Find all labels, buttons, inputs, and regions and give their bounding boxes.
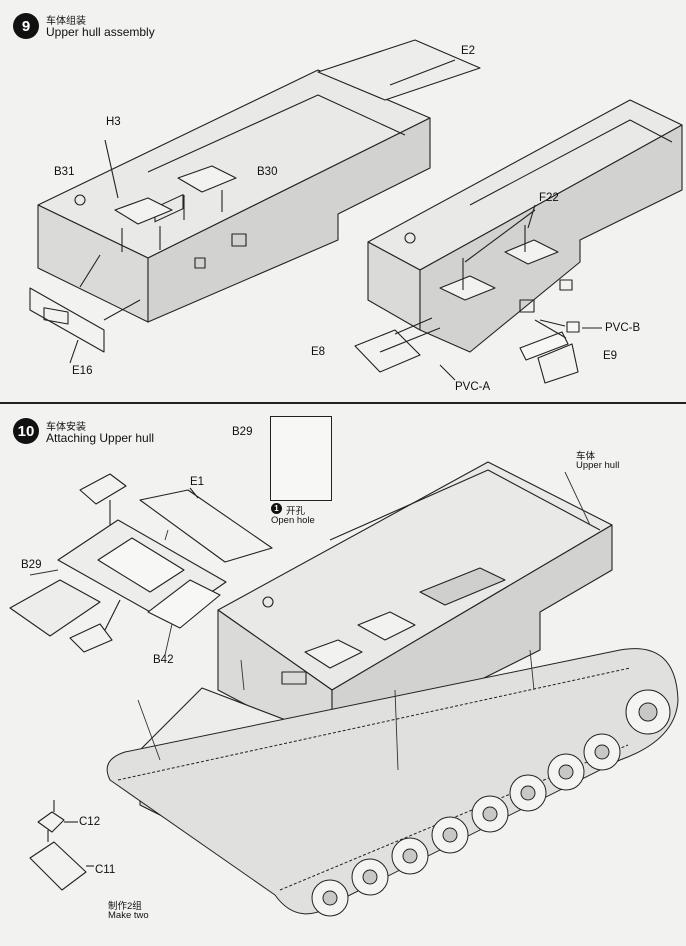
left-hull-drawing — [29, 39, 481, 364]
step-10-title-en: Attaching Upper hull — [46, 431, 155, 445]
open-hole-label-en: Open hole — [271, 515, 315, 526]
make-two-label-en: Make two — [108, 910, 149, 921]
step-10-badge: 10 — [13, 418, 39, 444]
track-drawing — [106, 648, 679, 917]
open-hole-step-icon: 1 — [271, 503, 282, 514]
upper-hull-label-en: Upper hull — [576, 460, 620, 471]
part-label-e1: E1 — [190, 476, 205, 488]
small-parts-drawing — [29, 800, 94, 891]
part-label-pvca: PVC-A — [455, 381, 491, 393]
part-label-e8: E8 — [311, 346, 326, 358]
assembly-arrows — [29, 471, 591, 771]
step-9-title-cn: 车体组装 — [46, 16, 86, 27]
part-label-f22: F22 — [539, 192, 559, 204]
part-label-c12: C12 — [79, 816, 101, 828]
part-label-b30: B30 — [257, 166, 278, 178]
part-label-e16: E16 — [72, 365, 93, 377]
part-label-b42: B42 — [153, 654, 174, 666]
step-10-title-cn: 车体安装 — [46, 422, 86, 433]
part-label-b29-detail: B29 — [232, 426, 253, 438]
open-hole-detail-box — [270, 416, 332, 501]
part-label-pvcb: PVC-B — [605, 322, 641, 334]
part-label-e2: E2 — [461, 45, 476, 57]
right-hull-drawing — [354, 99, 683, 384]
exploded-parts-drawing — [9, 473, 273, 653]
part-label-e9: E9 — [603, 350, 618, 362]
step-9-title-en: Upper hull assembly — [46, 25, 155, 39]
part-label-c11: C11 — [95, 864, 116, 876]
open-hole-label-cn: 开孔 — [286, 506, 306, 517]
step-divider — [0, 402, 686, 404]
step-9-badge: 9 — [13, 13, 39, 39]
part-label-b31: B31 — [54, 166, 75, 178]
part-label-h3: H3 — [106, 116, 121, 128]
make-two-label-cn: 制作2组 — [108, 901, 142, 912]
part-label-b29: B29 — [21, 559, 42, 571]
upper-hull-label-cn: 车体 — [576, 451, 596, 462]
